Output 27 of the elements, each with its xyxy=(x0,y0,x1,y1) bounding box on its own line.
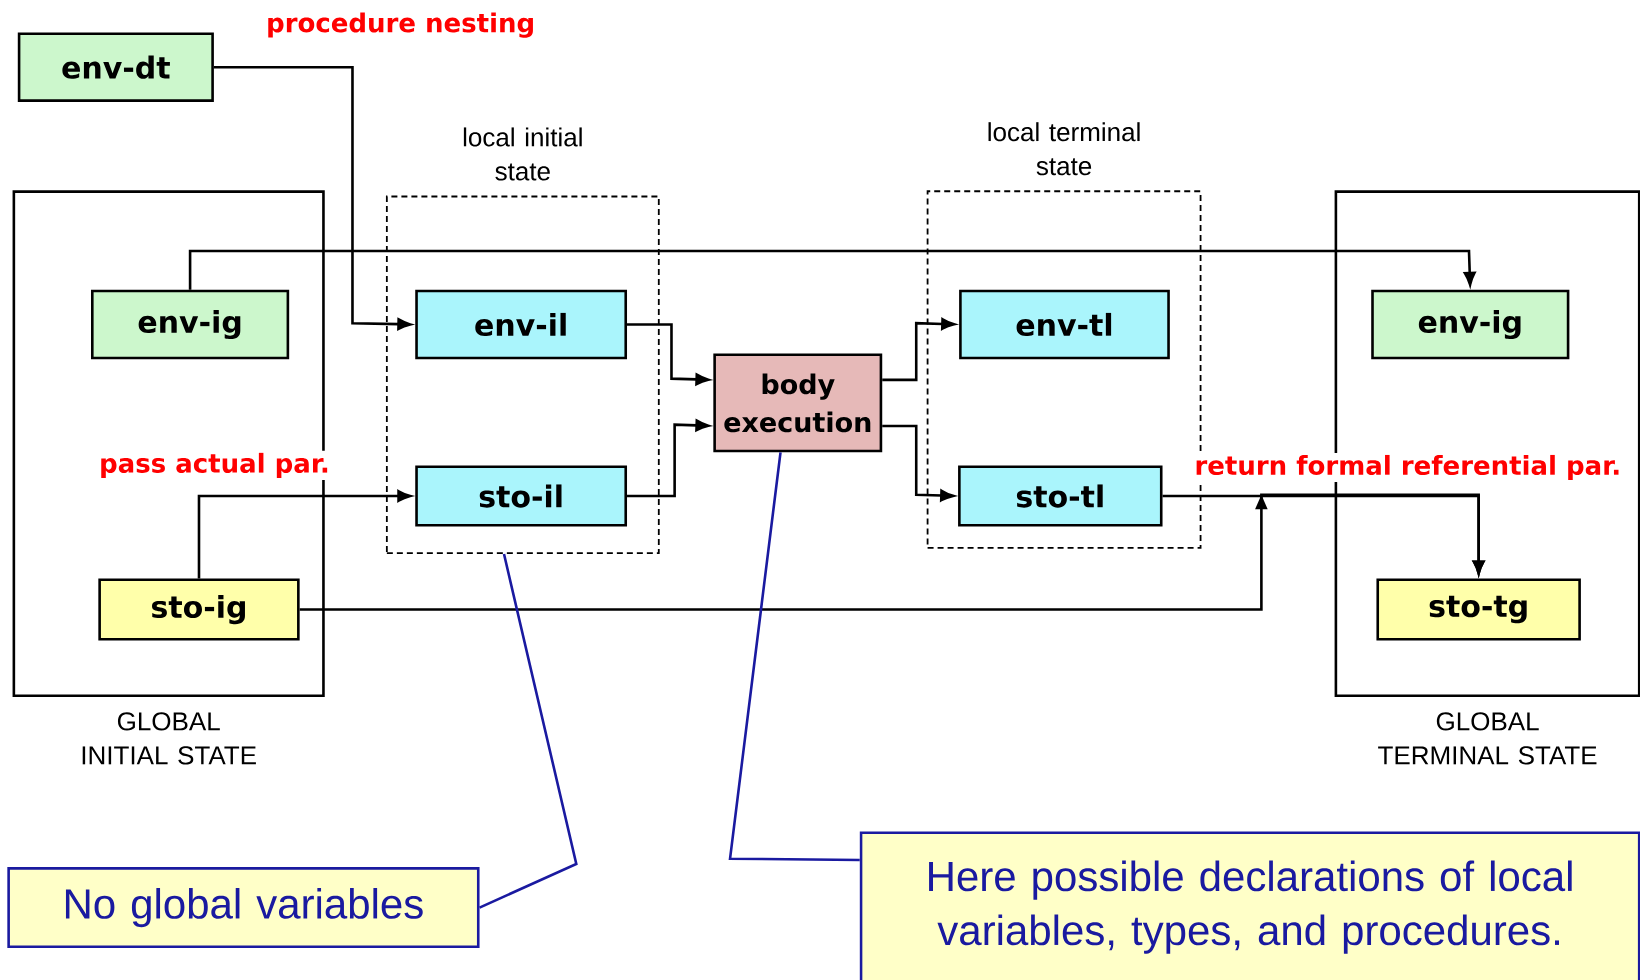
node-label: GLOBAL TERMINAL STATE xyxy=(1378,712,1597,765)
arrow xyxy=(197,490,412,579)
state-box: env-ig xyxy=(91,289,290,360)
arrow xyxy=(882,424,955,502)
process-box: body execution xyxy=(713,353,883,453)
callout-box: Here possible declarations of local variables, types, and procedures. xyxy=(859,831,1640,980)
state-box: sto-tl xyxy=(958,465,1163,527)
state-box: env-tl xyxy=(959,289,1170,360)
edge-label: pass actual par. xyxy=(97,450,332,480)
arrow xyxy=(627,323,710,386)
state-box: env-ig xyxy=(1371,289,1570,360)
callout-box: No global variables xyxy=(7,867,480,949)
leader-line xyxy=(479,553,578,909)
leader-line xyxy=(728,452,860,862)
state-box: sto-il xyxy=(415,465,627,527)
state-box: env-dt xyxy=(17,32,214,102)
node-label: GLOBAL INITIAL STATE xyxy=(82,712,256,765)
edge-label: return formal referential par. xyxy=(1192,452,1624,483)
node-label: local initial state xyxy=(463,127,582,181)
state-box: sto-ig xyxy=(98,578,300,641)
node-label: local terminal state xyxy=(988,122,1140,176)
state-box: sto-tg xyxy=(1376,578,1581,641)
arrow xyxy=(188,249,1476,290)
arrow xyxy=(299,493,1485,611)
edge-label: procedure nesting xyxy=(264,10,538,40)
arrow xyxy=(627,419,710,498)
state-box: env-il xyxy=(415,289,627,360)
